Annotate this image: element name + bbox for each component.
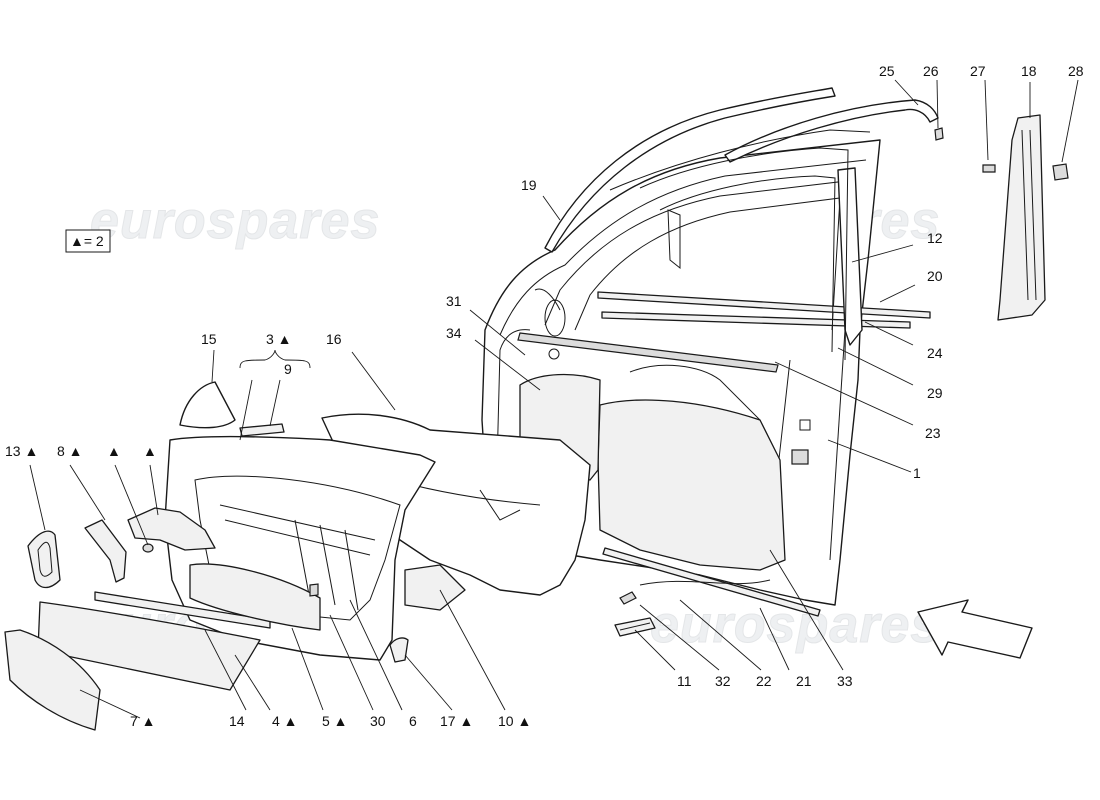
window-guide-part: [667, 209, 681, 270]
callout-triangle: ▲: [107, 443, 121, 459]
callout-4: 4 ▲: [272, 713, 298, 729]
callout-24: 24: [927, 345, 943, 361]
callout-26: 26: [923, 63, 939, 79]
cover-cap-part: [389, 637, 409, 663]
lower-seal-part: [602, 547, 821, 617]
callout-30: 30: [370, 713, 386, 729]
callout-13: 13 ▲: [5, 443, 38, 459]
callout-7: 7 ▲: [130, 713, 156, 729]
handle-bezel-part: [27, 530, 61, 589]
callout-triangle: ▲: [143, 443, 157, 459]
callout-15: 15: [201, 331, 217, 347]
watermark-text: eurospares: [90, 192, 380, 250]
callout-8: 8 ▲: [57, 443, 83, 459]
callout-27: 27: [970, 63, 986, 79]
callout-10: 10 ▲: [498, 713, 531, 729]
window-guide-part: [837, 167, 863, 346]
callout-29: 29: [927, 385, 943, 401]
callout-20: 20: [927, 268, 943, 284]
callout-14: 14: [229, 713, 245, 729]
callout-23: 23: [925, 425, 941, 441]
callout-12: 12: [927, 230, 943, 246]
callout-6: 6: [409, 713, 417, 729]
switch-part: [239, 423, 285, 437]
callout-17: 17 ▲: [440, 713, 473, 729]
courtesy-lamp-part: [614, 591, 656, 637]
callout-18: 18: [1021, 63, 1037, 79]
armrest-part: [189, 563, 321, 631]
callout-11: 11: [677, 673, 692, 689]
legend-text: ▲= 2: [70, 233, 104, 249]
callout-28: 28: [1068, 63, 1084, 79]
callout-1: 1: [913, 465, 921, 481]
lock-bracket-part: [127, 507, 216, 551]
callout-5: 5 ▲: [322, 713, 348, 729]
armrest-cover-part: [37, 601, 261, 691]
window-rail-part: [601, 311, 911, 329]
callout-22: 22: [756, 673, 772, 689]
callout-3: 3 ▲: [266, 331, 292, 347]
legend-box: [65, 229, 111, 253]
trim-strip-part: [94, 591, 271, 629]
callout-16: 16: [326, 331, 342, 347]
watershield-part: [597, 399, 786, 571]
upper-seal-part: [544, 87, 836, 253]
trim-strip-part: [4, 629, 101, 731]
clip-part: [309, 583, 319, 597]
watermark-text: eurospares: [650, 596, 940, 654]
speaker-cover-part: [179, 381, 236, 429]
inner-panel-part: [479, 489, 521, 521]
callout-21: 21: [796, 673, 812, 689]
group-brace: [239, 349, 311, 369]
callout-19: 19: [521, 177, 537, 193]
callout-9: 9: [284, 361, 292, 377]
pillar-trim-part: [934, 114, 1069, 321]
callout-32: 32: [715, 673, 731, 689]
callout-25: 25: [879, 63, 895, 79]
callout-labels: 1 3 ▲ 4 ▲ 5 ▲ 6 7 ▲ 8 ▲ 9 10 ▲ 11 12 13 …: [5, 63, 1084, 729]
callout-33: 33: [837, 673, 853, 689]
direction-arrow-icon: [917, 599, 1033, 659]
callout-31: 31: [446, 293, 462, 309]
legend: ▲= 2: [65, 229, 111, 253]
callout-34: 34: [446, 325, 462, 341]
lower-seal-part: [639, 579, 771, 586]
leader-lines: [29, 79, 1079, 719]
inner-handle-part: [84, 519, 127, 583]
door-seal-part: [724, 99, 939, 163]
belt-strip-part: [517, 332, 779, 373]
door-pocket-part: [404, 564, 466, 611]
